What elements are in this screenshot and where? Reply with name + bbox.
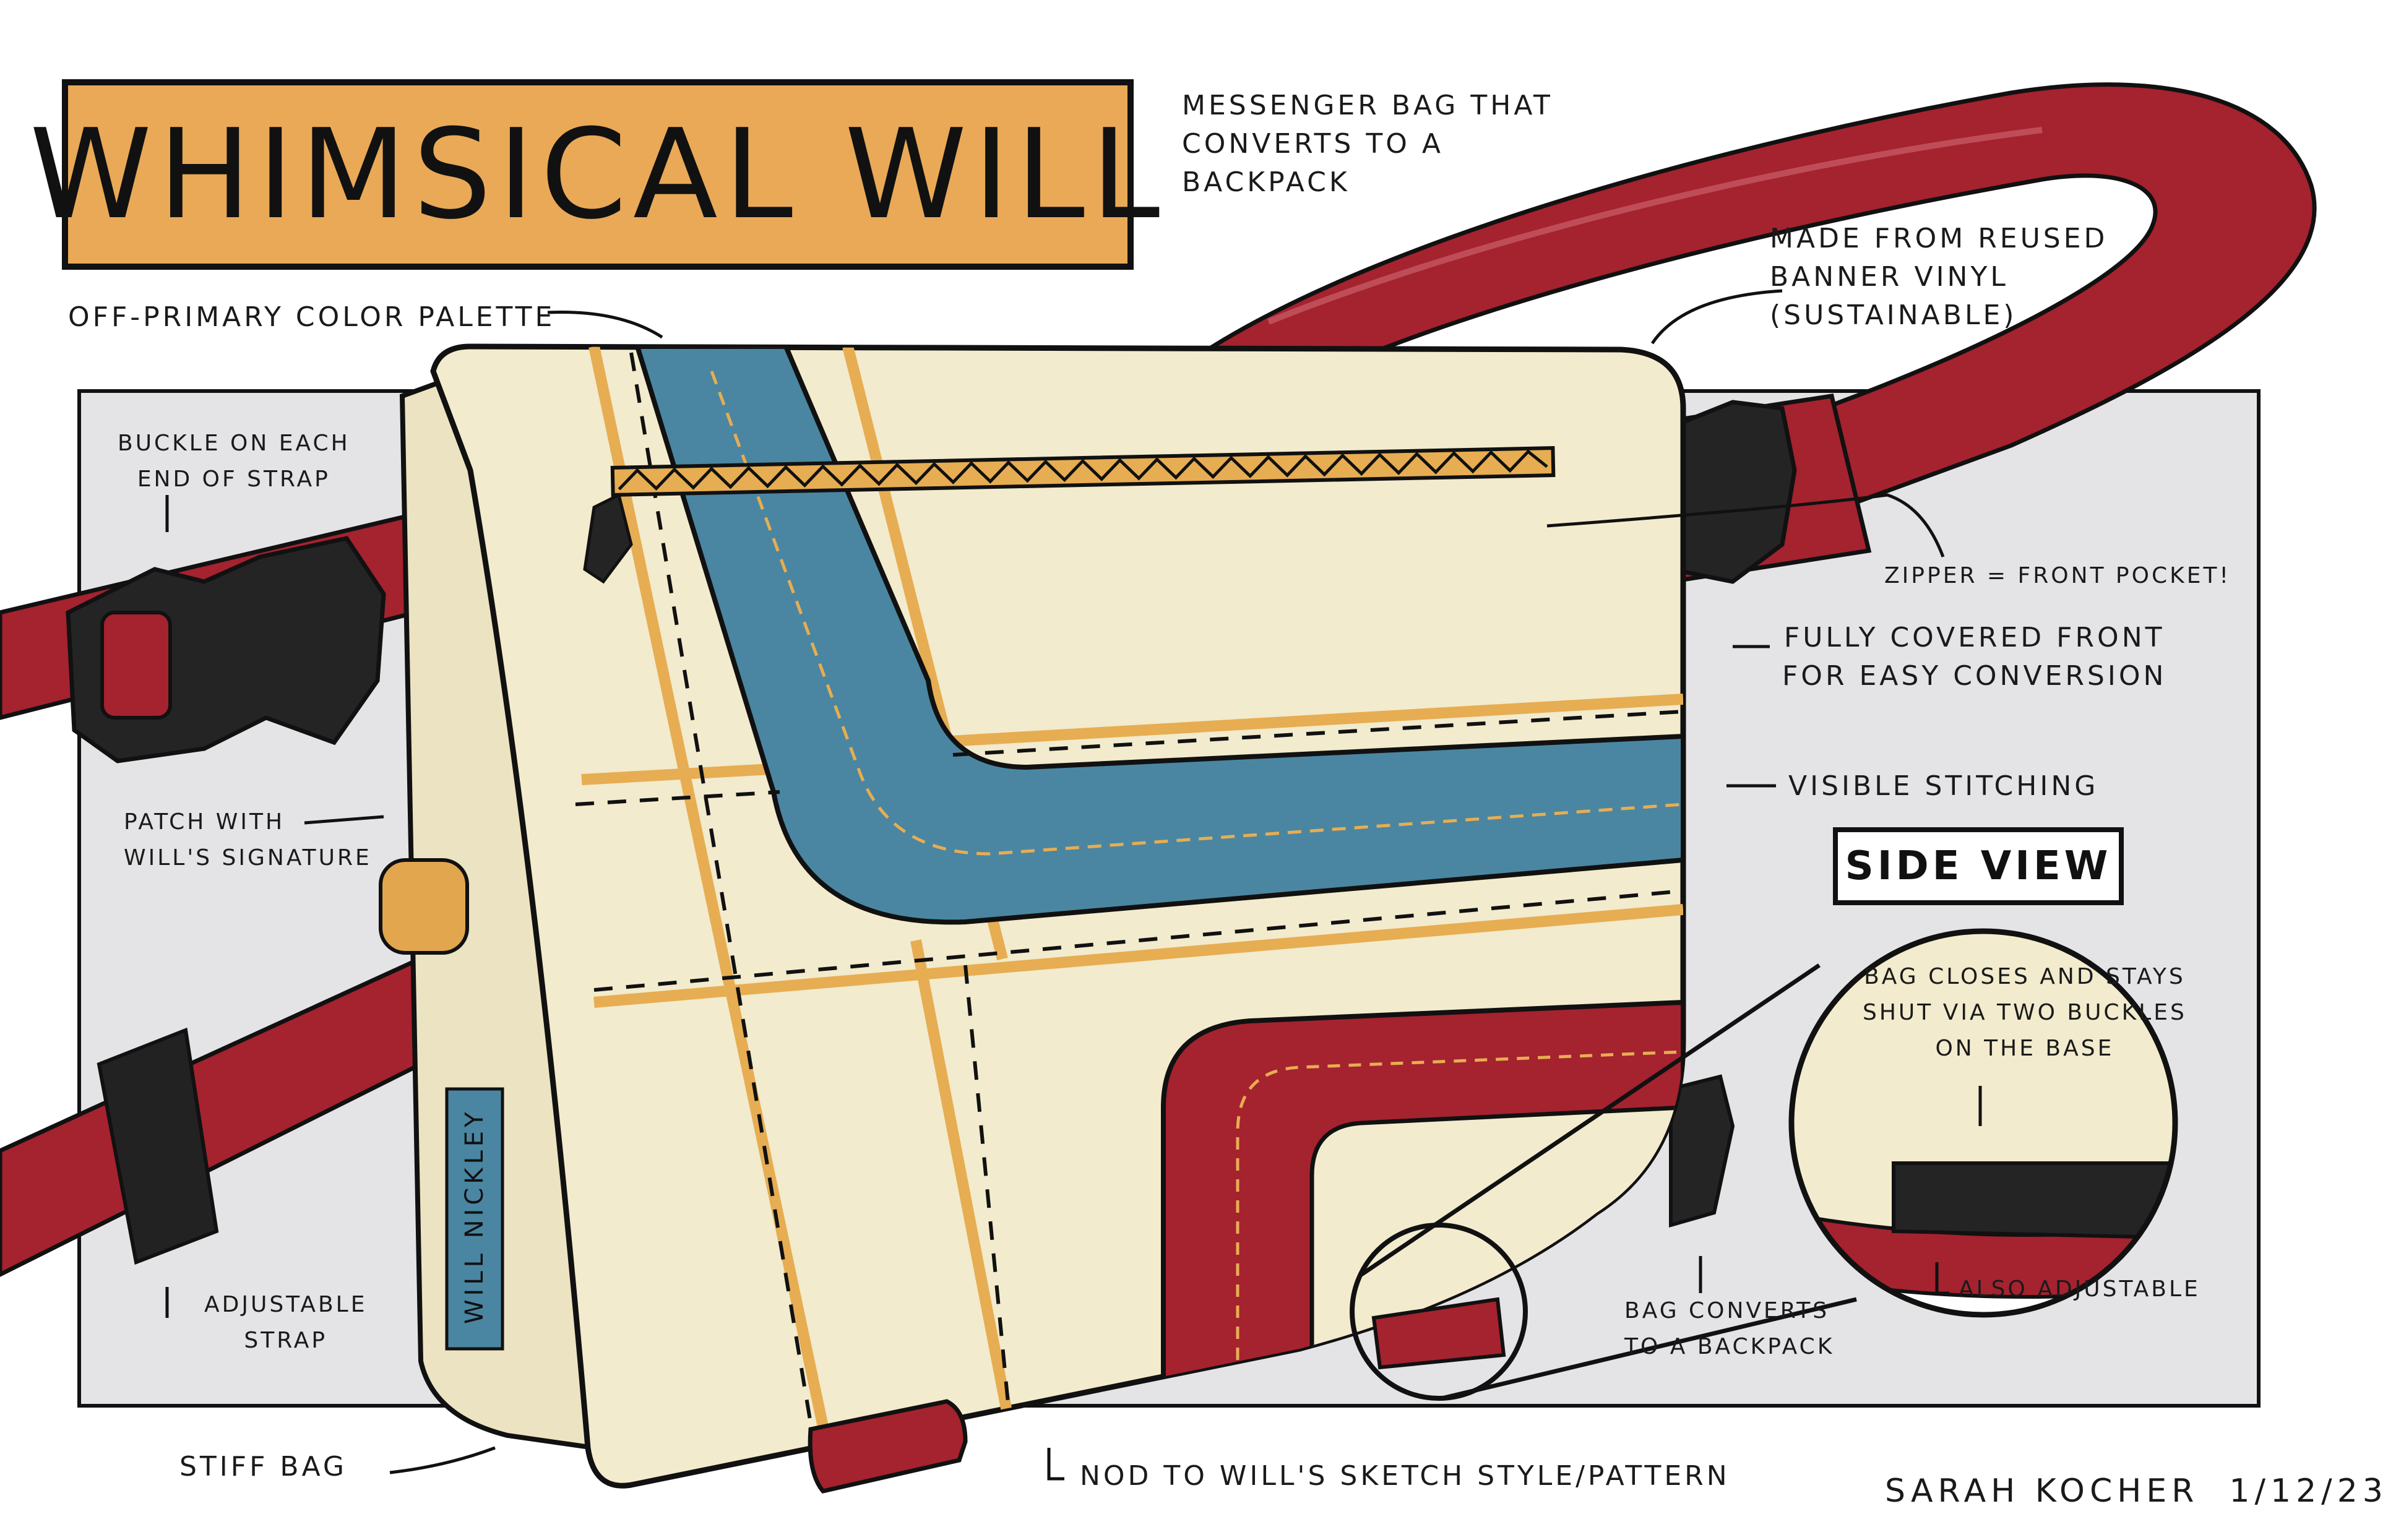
note-closes: BAG CLOSES AND STAYS SHUT VIA TWO BUCKLE…: [1863, 964, 2187, 1061]
bottom-tab: [808, 1399, 968, 1494]
note-palette: OFF-PRIMARY COLOR PALETTE: [68, 301, 556, 333]
note-stitching: VISIBLE STITCHING: [1788, 770, 2099, 802]
leather-tab: [379, 858, 469, 955]
title-banner: WHIMSICAL WILL: [30, 79, 1160, 270]
strap-adjuster: [97, 1027, 219, 1265]
note-buckle: BUCKLE ON EACH END OF STRAP: [118, 431, 350, 492]
side-view-circle: [1788, 928, 2178, 1318]
note-description: MESSENGER BAG THAT CONVERTS TO A BACKPAC…: [1182, 90, 1553, 198]
signature-patch: [445, 1087, 504, 1351]
note-stiff: STIFF BAG: [179, 1451, 347, 1482]
artist-signature: SARAH KOCHER 1/12/23: [1885, 1473, 2388, 1510]
note-material: MADE FROM REUSED BANNER VINYL (SUSTAINAB…: [1770, 223, 2108, 331]
side-view-tag: SIDE VIEW: [1833, 827, 2124, 905]
patch-text: WILL NICKLEY: [460, 1108, 489, 1324]
detail-circle-small: [1350, 1223, 1528, 1401]
note-zipper: ZIPPER = FRONT POCKET!: [1884, 563, 2231, 588]
strap-loop: [1208, 82, 2317, 517]
note-also-adjustable: ALSO ADJUSTABLE: [1959, 1276, 2200, 1302]
zipper: [583, 446, 1556, 584]
side-view-label: SIDE VIEW: [1845, 843, 2112, 889]
lower-right-clip: [1669, 1074, 1735, 1228]
note-patch: PATCH WITH WILL'S SIGNATURE: [124, 809, 372, 871]
note-converts: BAG CONVERTS TO A BACKPACK: [1624, 1298, 1835, 1359]
note-front: FULLY COVERED FRONT FOR EASY CONVERSION: [1782, 622, 2167, 692]
title-text: WHIMSICAL WILL: [29, 102, 1166, 247]
note-adjustable-strap: ADJUSTABLE STRAP: [204, 1292, 368, 1353]
blue-stripe: [634, 346, 1683, 925]
note-nod: NOD TO WILL'S SKETCH STYLE/PATTERN: [1080, 1460, 1730, 1492]
leader-lines: [165, 289, 1982, 1481]
left-buckle: [66, 536, 386, 764]
